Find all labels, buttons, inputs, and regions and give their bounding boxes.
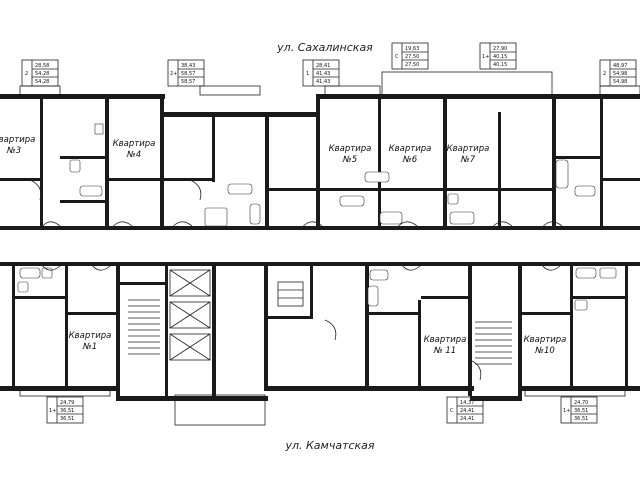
area-table: 1+ 27,90 40,15 40,15: [479, 42, 517, 70]
stair-core: [128, 269, 512, 365]
svg-text:41,43: 41,43: [316, 71, 330, 77]
svg-text:2+: 2+: [170, 71, 177, 77]
apartment-number-3: №3: [6, 146, 21, 156]
svg-text:24,79: 24,79: [60, 400, 74, 406]
balconies: [19, 71, 640, 426]
svg-text:40,15: 40,15: [493, 62, 507, 68]
fixtures: [17, 123, 617, 311]
area-table: 1+ 24,70 36,51 36,51: [560, 396, 598, 424]
svg-text:27,50: 27,50: [405, 62, 419, 68]
doors: [29, 179, 563, 381]
svg-text:С: С: [395, 54, 399, 60]
svg-text:24,41: 24,41: [460, 408, 474, 414]
svg-text:36,51: 36,51: [574, 416, 588, 422]
apartment-number-7: №7: [460, 155, 476, 165]
svg-text:24,41: 24,41: [460, 416, 474, 422]
svg-text:28,58: 28,58: [35, 63, 49, 69]
svg-text:58,57: 58,57: [181, 71, 195, 77]
svg-text:48,97: 48,97: [613, 63, 627, 69]
apartment-label-5: Квартира: [329, 144, 372, 154]
apartment-number-4: №4: [126, 150, 141, 160]
apartment-label-7: Квартира: [447, 144, 490, 154]
apartment-label-1: Квартира: [69, 331, 112, 341]
svg-text:19,63: 19,63: [405, 46, 419, 52]
svg-text:54,28: 54,28: [35, 71, 49, 77]
area-table: С 19,63 27,50 27,50: [391, 42, 429, 70]
svg-text:40,15: 40,15: [493, 54, 507, 60]
svg-text:36,51: 36,51: [574, 408, 588, 414]
svg-text:28,41: 28,41: [316, 63, 330, 69]
svg-text:54,98: 54,98: [613, 79, 627, 85]
svg-text:С: С: [450, 408, 454, 414]
apartment-label-4: Квартира: [113, 139, 156, 149]
svg-text:27,50: 27,50: [405, 54, 419, 60]
apartment-number-5: №5: [342, 155, 357, 165]
svg-text:36,51: 36,51: [60, 408, 74, 414]
svg-text:38,43: 38,43: [181, 63, 195, 69]
svg-text:14,37: 14,37: [460, 400, 474, 406]
svg-text:54,28: 54,28: [35, 79, 49, 85]
svg-text:41,43: 41,43: [316, 79, 330, 85]
area-table: С 14,37 24,41 24,41: [446, 396, 484, 424]
svg-text:1+: 1+: [563, 408, 570, 414]
apartment-number-10: №10: [534, 346, 555, 356]
apartment-number-11: № 11: [433, 346, 456, 356]
apartment-number-1: №1: [82, 342, 97, 352]
apartment-label-11: Квартира: [424, 335, 467, 345]
walls: [0, 94, 640, 401]
svg-text:1: 1: [306, 71, 309, 77]
svg-text:2: 2: [25, 71, 28, 77]
area-table: 2+ 38,43 58,57 58,57: [167, 59, 205, 87]
apartment-number-6: №6: [402, 155, 418, 165]
svg-text:2: 2: [603, 71, 606, 77]
svg-text:27,90: 27,90: [493, 46, 507, 52]
svg-text:1+: 1+: [49, 408, 56, 414]
svg-text:36,51: 36,51: [60, 416, 74, 422]
street-label-bottom: ул. Камчатская: [284, 439, 374, 452]
area-table: 2 28,58 54,28 54,28: [21, 59, 59, 87]
area-table: 1+ 24,79 36,51 36,51: [46, 396, 84, 424]
svg-text:54,98: 54,98: [613, 71, 627, 77]
svg-text:24,70: 24,70: [574, 400, 588, 406]
apartment-label-10: Квартира: [524, 335, 567, 345]
apartment-label-6: Квартира: [389, 144, 432, 154]
area-table: 2 48,97 54,98 54,98: [599, 59, 637, 87]
apartment-label-3: Квартира: [0, 135, 35, 145]
svg-text:58,57: 58,57: [181, 79, 195, 85]
area-table: 1 28,41 41,43 41,43: [302, 59, 340, 87]
street-label-top: ул. Сахалинская: [276, 41, 373, 54]
svg-text:1+: 1+: [482, 54, 489, 60]
